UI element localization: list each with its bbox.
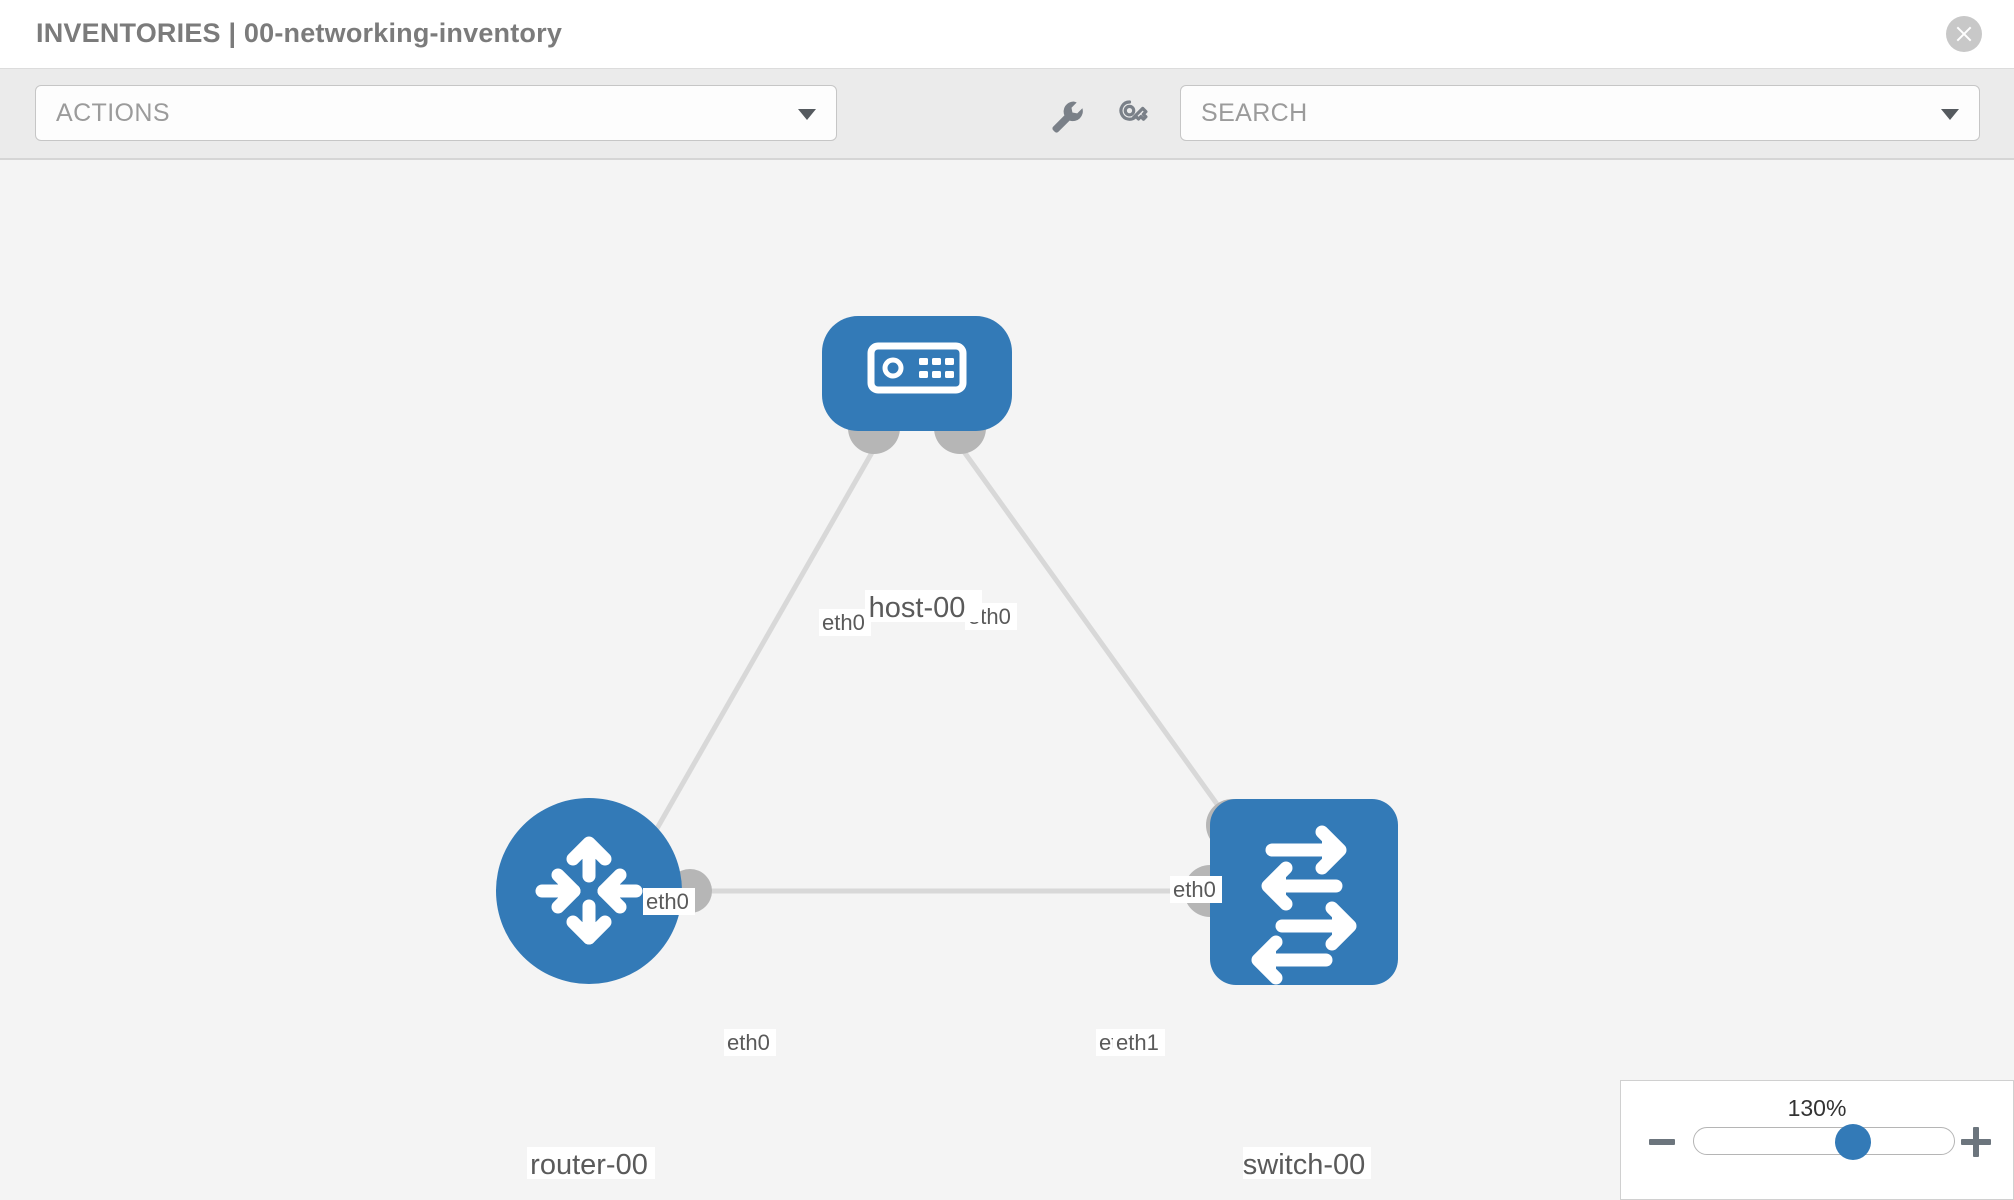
node-label-host-00: host-00 [869,592,966,624]
minus-icon[interactable] [1649,1139,1675,1145]
node-router-00-shape[interactable] [496,798,682,984]
actions-dropdown[interactable]: ACTIONS [35,85,837,141]
node-label-router-00: router-00 [530,1149,648,1181]
topology-svg[interactable]: eth0 eth0 eth0 eth0 eth0 eth0 eth1 host-… [0,160,2014,1200]
topology-links [652,433,1235,894]
router-arrows-icon [535,836,643,945]
node-label-switch-00: switch-00 [1243,1149,1366,1181]
node-router-00[interactable] [496,798,682,984]
actions-dropdown-label: ACTIONS [56,99,170,127]
page-header: INVENTORIES | 00-networking-inventory [0,0,2014,68]
zoom-level-value: 130% [1787,1095,1847,1121]
zoom-slider[interactable] [1693,1124,1955,1160]
node-host-00-shape[interactable] [822,316,1012,431]
zoom-slider-thumb[interactable] [1835,1124,1871,1160]
iface-label-switch-left-b: eth1 [1116,1030,1159,1055]
plus-icon[interactable] [1961,1127,1991,1157]
search-input[interactable]: SEARCH [1180,85,1980,141]
switch-arrows-icon [1251,825,1357,985]
iface-label-router-right: eth0 [727,1030,770,1055]
server-icon [867,342,967,394]
topology-node-labels: host-00 router-00 switch-00 [527,590,1371,1181]
chevron-down-icon [1941,109,1959,120]
chevron-down-icon [798,109,816,120]
topology-canvas[interactable]: eth0 eth0 eth0 eth0 eth0 eth0 eth1 host-… [0,160,2014,1200]
iface-label-switch-up: eth0 [1173,877,1216,902]
iface-label-router-up: eth0 [646,889,689,914]
link-router-host[interactable] [652,433,885,834]
key-icon[interactable] [1114,95,1154,135]
page-title: INVENTORIES | 00-networking-inventory [36,18,563,48]
wrench-icon[interactable] [1046,95,1086,135]
node-switch-00[interactable] [1210,799,1398,985]
toolbar: ACTIONS SEARCH [0,68,2014,160]
topology-interface-labels: eth0 eth0 eth0 eth0 eth0 eth0 eth1 [643,603,1222,1056]
iface-label-host-left: eth0 [822,610,865,635]
close-icon[interactable] [1946,16,1982,52]
link-host-switch[interactable] [949,433,1235,827]
node-host-00[interactable] [822,316,1012,431]
search-placeholder: SEARCH [1201,99,1308,127]
zoom-control-panel: 130% [1620,1080,2014,1200]
